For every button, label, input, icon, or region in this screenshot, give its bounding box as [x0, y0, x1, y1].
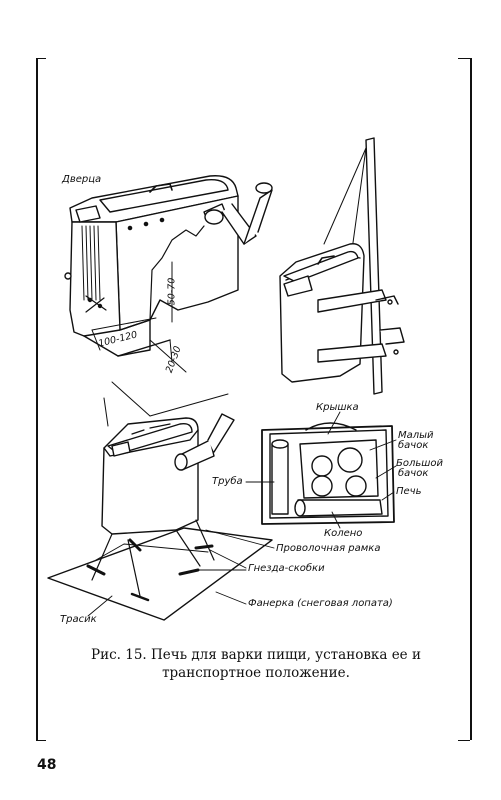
stove-mounted-drawing [279, 137, 405, 395]
label-dim-50-70: 50-70 [166, 277, 178, 306]
stove-cutaway-drawing [64, 175, 273, 373]
label-wire-frame: Проволочная рамка [276, 543, 381, 554]
frame-corner [36, 58, 46, 59]
label-pipe: Труба [212, 476, 243, 487]
transport-box-drawing [245, 411, 397, 529]
label-plywood: Фанерка (снеговая лопата) [248, 598, 393, 609]
frame-corner [458, 740, 470, 741]
label-stove: Печь [396, 486, 422, 497]
label-small-tank-1: Малый [398, 430, 434, 441]
frame-corner [458, 58, 470, 59]
page-number: 48 [37, 757, 57, 773]
frame-corner [36, 740, 46, 741]
stove-on-plywood-drawing [47, 381, 275, 621]
label-big-tank-2: бачок [398, 468, 429, 479]
caption-line-1: Рис. 15. Печь для варки пищи, установка … [91, 647, 421, 663]
label-trasik: Трасик [60, 614, 97, 625]
caption-line-2: транспортное положение. [162, 665, 350, 681]
label-small-tank-2: бачок [398, 440, 429, 451]
page-frame [36, 58, 472, 740]
figure-caption: Рис. 15. Печь для варки пищи, установка … [60, 646, 452, 682]
label-lid: Крышка [316, 402, 359, 413]
label-big-tank-1: Большой [396, 458, 444, 469]
label-elbow: Колено [324, 528, 363, 539]
label-socket-clips: Гнезда-скобки [248, 563, 325, 574]
label-door: Дверца [62, 174, 102, 185]
